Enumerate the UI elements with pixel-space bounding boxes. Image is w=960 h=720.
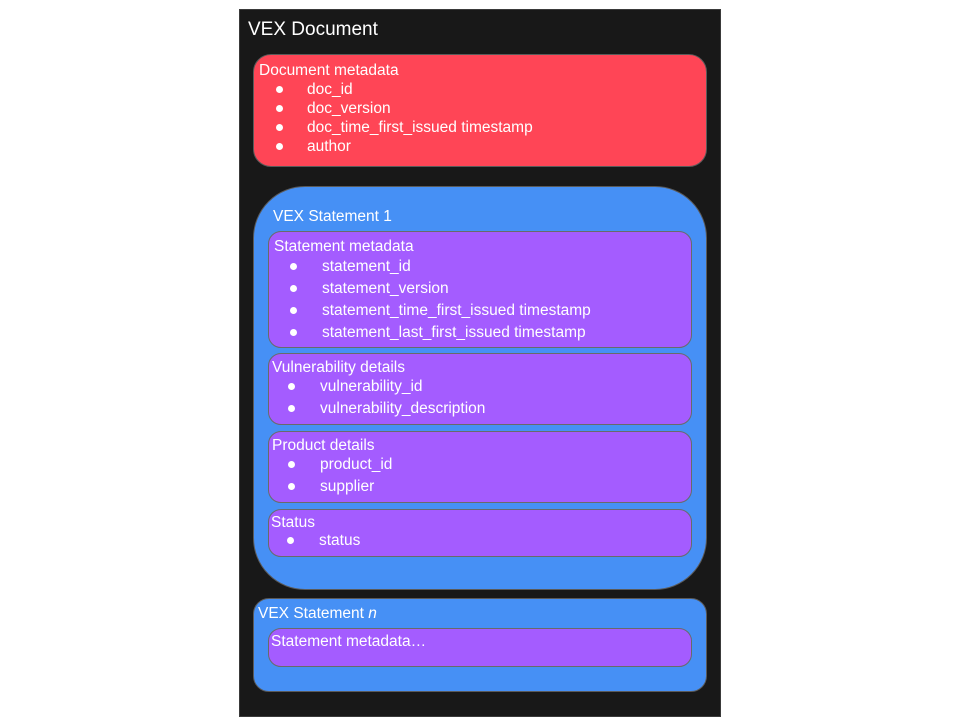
statement-metadata-heading: Statement metadata	[274, 238, 414, 255]
document-metadata-heading: Document metadata	[259, 62, 399, 79]
vex-statement-1-title: VEX Statement 1	[273, 208, 392, 225]
status-box	[268, 509, 692, 557]
doc-metadata-item: doc_time_first_issued timestamp	[307, 119, 533, 136]
status-heading: Status	[271, 514, 315, 531]
doc-metadata-item: author	[307, 138, 351, 155]
product-details-heading: Product details	[272, 437, 375, 454]
statement-n-metadata-label: Statement metadata…	[271, 633, 427, 650]
bullet-icon	[290, 285, 297, 292]
product-details-item: supplier	[320, 478, 375, 495]
product-details-item: product_id	[320, 456, 393, 473]
doc-metadata-item: doc_id	[307, 81, 353, 98]
vex-statement-n-variable: n	[368, 605, 377, 622]
vex-statement-n-title-prefix: VEX Statement	[258, 605, 369, 622]
statement-n-metadata-box	[268, 628, 692, 667]
statement-metadata-item: statement_version	[322, 280, 449, 297]
bullet-icon	[288, 483, 295, 490]
bullet-icon	[276, 86, 283, 93]
status-item: status	[319, 532, 361, 549]
vulnerability-details-heading: Vulnerability details	[272, 359, 405, 376]
statement-metadata-item: statement_id	[322, 258, 411, 275]
bullet-icon	[276, 105, 283, 112]
document-metadata-box	[253, 54, 707, 167]
product-details-box	[268, 431, 692, 503]
vulnerability-details-item: vulnerability_id	[320, 378, 423, 395]
statement-metadata-item: statement_last_first_issued timestamp	[322, 324, 586, 341]
vulnerability-details-box	[268, 353, 692, 425]
bullet-icon	[287, 537, 294, 544]
statement-metadata-box	[268, 231, 692, 348]
bullet-icon	[288, 461, 295, 468]
doc-metadata-item: doc_version	[307, 100, 391, 117]
vex-statement-n-title: VEX Statement n	[258, 604, 377, 623]
vex-document-title: VEX Document	[248, 19, 378, 40]
bullet-icon	[290, 307, 297, 314]
statement-metadata-item: statement_time_first_issued timestamp	[322, 302, 591, 319]
bullet-icon	[288, 405, 295, 412]
bullet-icon	[288, 383, 295, 390]
bullet-icon	[276, 143, 283, 150]
vulnerability-details-item: vulnerability_description	[320, 400, 486, 417]
bullet-icon	[290, 263, 297, 270]
bullet-icon	[290, 329, 297, 336]
bullet-icon	[276, 124, 283, 131]
